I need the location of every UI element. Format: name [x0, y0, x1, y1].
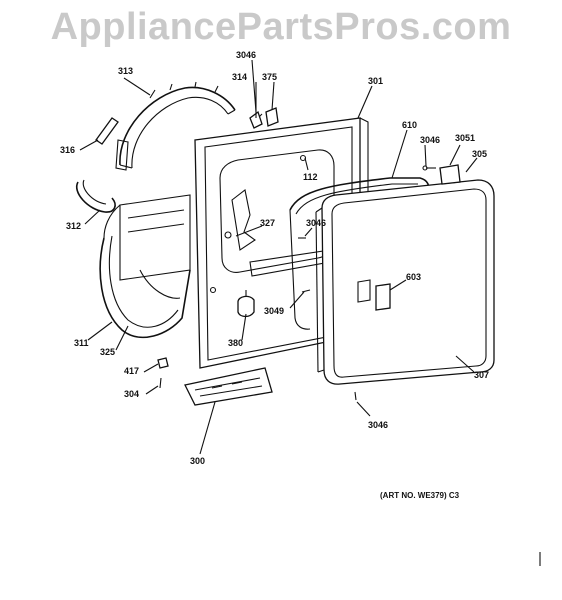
hinge-3051	[439, 164, 461, 185]
callout-610: 610	[402, 120, 417, 130]
callout-112: 112	[303, 172, 318, 182]
callout-375: 375	[262, 72, 277, 82]
callout-3049: 3049	[264, 306, 284, 316]
callout-labels: 313 3046 314 375 301 316 610 3046 3051 3…	[60, 50, 489, 466]
callout-316: 316	[60, 145, 75, 155]
leader-lines	[79, 59, 478, 455]
callout-3046-top: 3046	[236, 50, 256, 60]
door-assembly-307	[315, 179, 495, 385]
callout-3046-bottom: 3046	[368, 420, 388, 430]
callout-301: 301	[368, 76, 383, 86]
kick-plate-300	[184, 367, 273, 406]
callout-307: 307	[474, 370, 489, 380]
callout-300: 300	[190, 456, 205, 466]
callout-417: 417	[124, 366, 139, 376]
callout-3046-door: 3046	[306, 218, 326, 228]
brackets-314-375	[249, 107, 279, 129]
nut-417	[157, 357, 169, 369]
art-number: (ART NO. WE379) C3	[380, 491, 460, 500]
callout-313: 313	[118, 66, 133, 76]
callout-304: 304	[124, 389, 139, 399]
bulkhead-ring-313	[115, 81, 236, 171]
callout-380: 380	[228, 338, 243, 348]
door-switch-380	[237, 290, 255, 318]
callout-314: 314	[232, 72, 247, 82]
callout-3046-hinge: 3046	[420, 135, 440, 145]
duct-shroud-311	[99, 194, 191, 339]
felt-seal-316	[95, 117, 119, 145]
gasket-312	[75, 179, 116, 213]
site-watermark: AppliancePartsPros.com	[50, 6, 512, 48]
callout-603: 603	[406, 272, 421, 282]
door-handle-603	[375, 283, 391, 311]
callout-327: 327	[260, 218, 275, 228]
callout-305: 305	[472, 149, 487, 159]
callout-312: 312	[66, 221, 81, 231]
callout-325: 325	[100, 347, 115, 357]
callout-3051: 3051	[455, 133, 475, 143]
callout-311: 311	[74, 338, 89, 348]
